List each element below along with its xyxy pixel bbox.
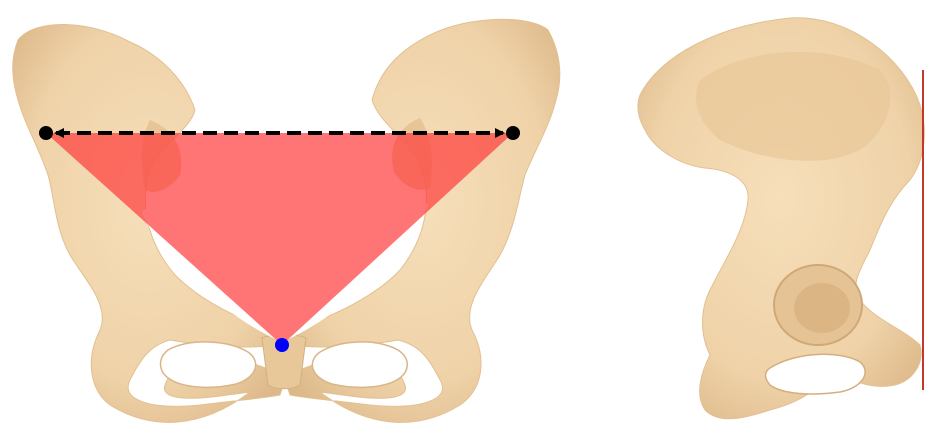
right-obturator-foramen <box>312 342 407 387</box>
acetabulum-fossa <box>794 283 850 333</box>
hip-bone-lateral-view <box>638 18 924 419</box>
left-obturator-foramen <box>161 342 256 387</box>
right-landmark-point <box>506 126 520 140</box>
apex-landmark-point <box>275 338 289 352</box>
left-landmark-point <box>39 126 53 140</box>
